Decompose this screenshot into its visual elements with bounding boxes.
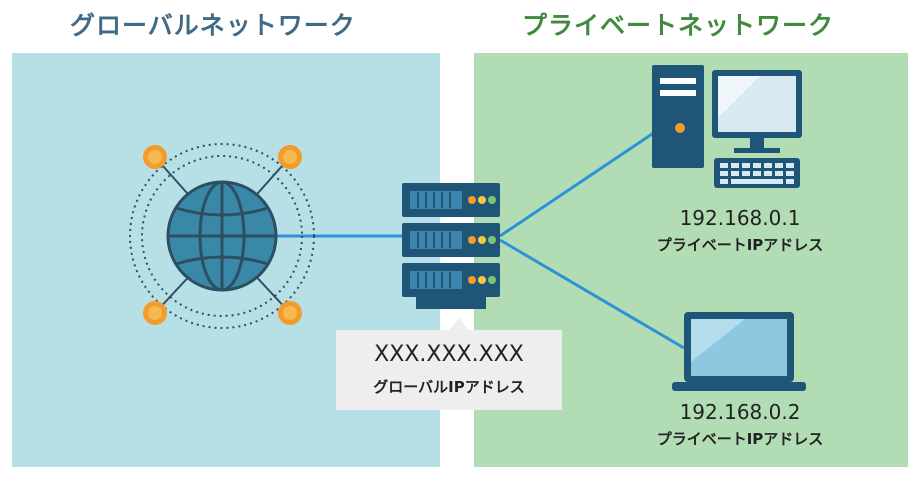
global-ip-address: XXX.XXX.XXX <box>374 342 524 367</box>
server-router-icon <box>402 183 500 309</box>
laptop-ip-label: プライベートIPアドレス <box>656 430 824 448</box>
desktop-computer-icon <box>652 65 802 188</box>
laptop-icon <box>672 312 806 391</box>
callout-box <box>336 330 562 410</box>
global-network-heading: グローバルネットワーク <box>70 11 356 40</box>
desktop-ip-address: 192.168.0.1 <box>679 206 801 230</box>
router-laptop-link <box>499 238 685 350</box>
global-ip-label: グローバルIPアドレス <box>373 378 525 396</box>
private-network-heading: プライベートネットワーク <box>522 11 835 40</box>
global-ip-callout: XXX.XXX.XXX グローバルIPアドレス <box>336 318 562 410</box>
router-desktop-link <box>499 124 665 238</box>
internet-globe-icon <box>129 143 315 329</box>
desktop-ip-label: プライベートIPアドレス <box>656 236 824 254</box>
callout-pointer <box>449 318 469 330</box>
laptop-ip-address: 192.168.0.2 <box>679 400 801 424</box>
